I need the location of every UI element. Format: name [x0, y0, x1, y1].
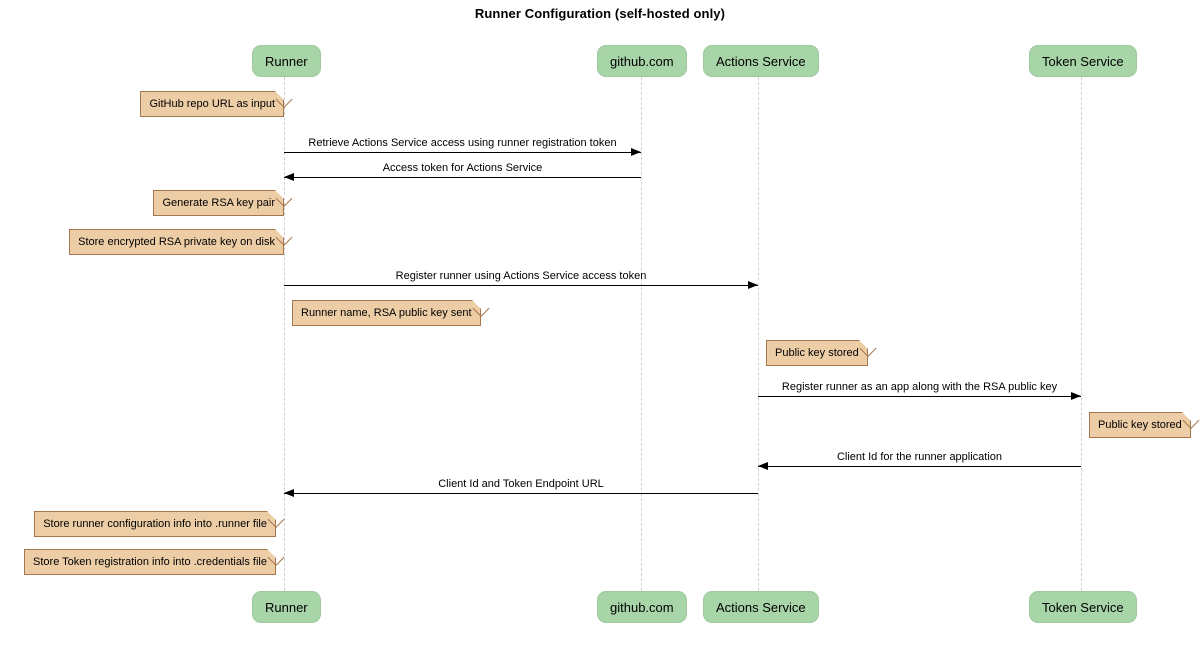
- message-label: Client Id for the runner application: [836, 451, 1003, 463]
- message-line: [284, 285, 758, 286]
- arrow-head-left: [284, 489, 294, 497]
- lifeline-github: [641, 77, 642, 591]
- lifeline-actions: [758, 77, 759, 591]
- note-n7: Store runner configuration info into .ru…: [34, 511, 276, 537]
- message-label: Access token for Actions Service: [382, 162, 543, 174]
- message-label: Register runner as an app along with the…: [781, 381, 1058, 393]
- participant-token-footer[interactable]: Token Service: [1029, 591, 1137, 623]
- lifeline-token: [1081, 77, 1082, 591]
- note-n5: Public key stored: [766, 340, 868, 366]
- participant-runner-header[interactable]: Runner: [252, 45, 321, 77]
- message-line: [284, 177, 641, 178]
- note-n1: GitHub repo URL as input: [140, 91, 284, 117]
- note-n3: Store encrypted RSA private key on disk: [69, 229, 284, 255]
- note-n6: Public key stored: [1089, 412, 1191, 438]
- participant-token-header[interactable]: Token Service: [1029, 45, 1137, 77]
- message-label: Retrieve Actions Service access using ru…: [308, 137, 617, 149]
- arrow-head-right: [1071, 392, 1081, 400]
- arrow-head-right: [748, 281, 758, 289]
- note-n2: Generate RSA key pair: [153, 190, 284, 216]
- arrow-head-right: [631, 148, 641, 156]
- page-title: Runner Configuration (self-hosted only): [474, 6, 726, 21]
- participant-actions-footer[interactable]: Actions Service: [703, 591, 819, 623]
- participant-runner-footer[interactable]: Runner: [252, 591, 321, 623]
- note-n4: Runner name, RSA public key sent: [292, 300, 481, 326]
- note-n8: Store Token registration info into .cred…: [24, 549, 276, 575]
- participant-actions-header[interactable]: Actions Service: [703, 45, 819, 77]
- message-line: [284, 493, 758, 494]
- message-line: [758, 466, 1081, 467]
- arrow-head-left: [284, 173, 294, 181]
- message-label: Register runner using Actions Service ac…: [395, 270, 647, 282]
- message-line: [284, 152, 641, 153]
- arrow-head-left: [758, 462, 768, 470]
- participant-github-footer[interactable]: github.com: [597, 591, 687, 623]
- message-line: [758, 396, 1081, 397]
- lifeline-runner: [284, 77, 285, 591]
- message-label: Client Id and Token Endpoint URL: [438, 478, 604, 490]
- participant-github-header[interactable]: github.com: [597, 45, 687, 77]
